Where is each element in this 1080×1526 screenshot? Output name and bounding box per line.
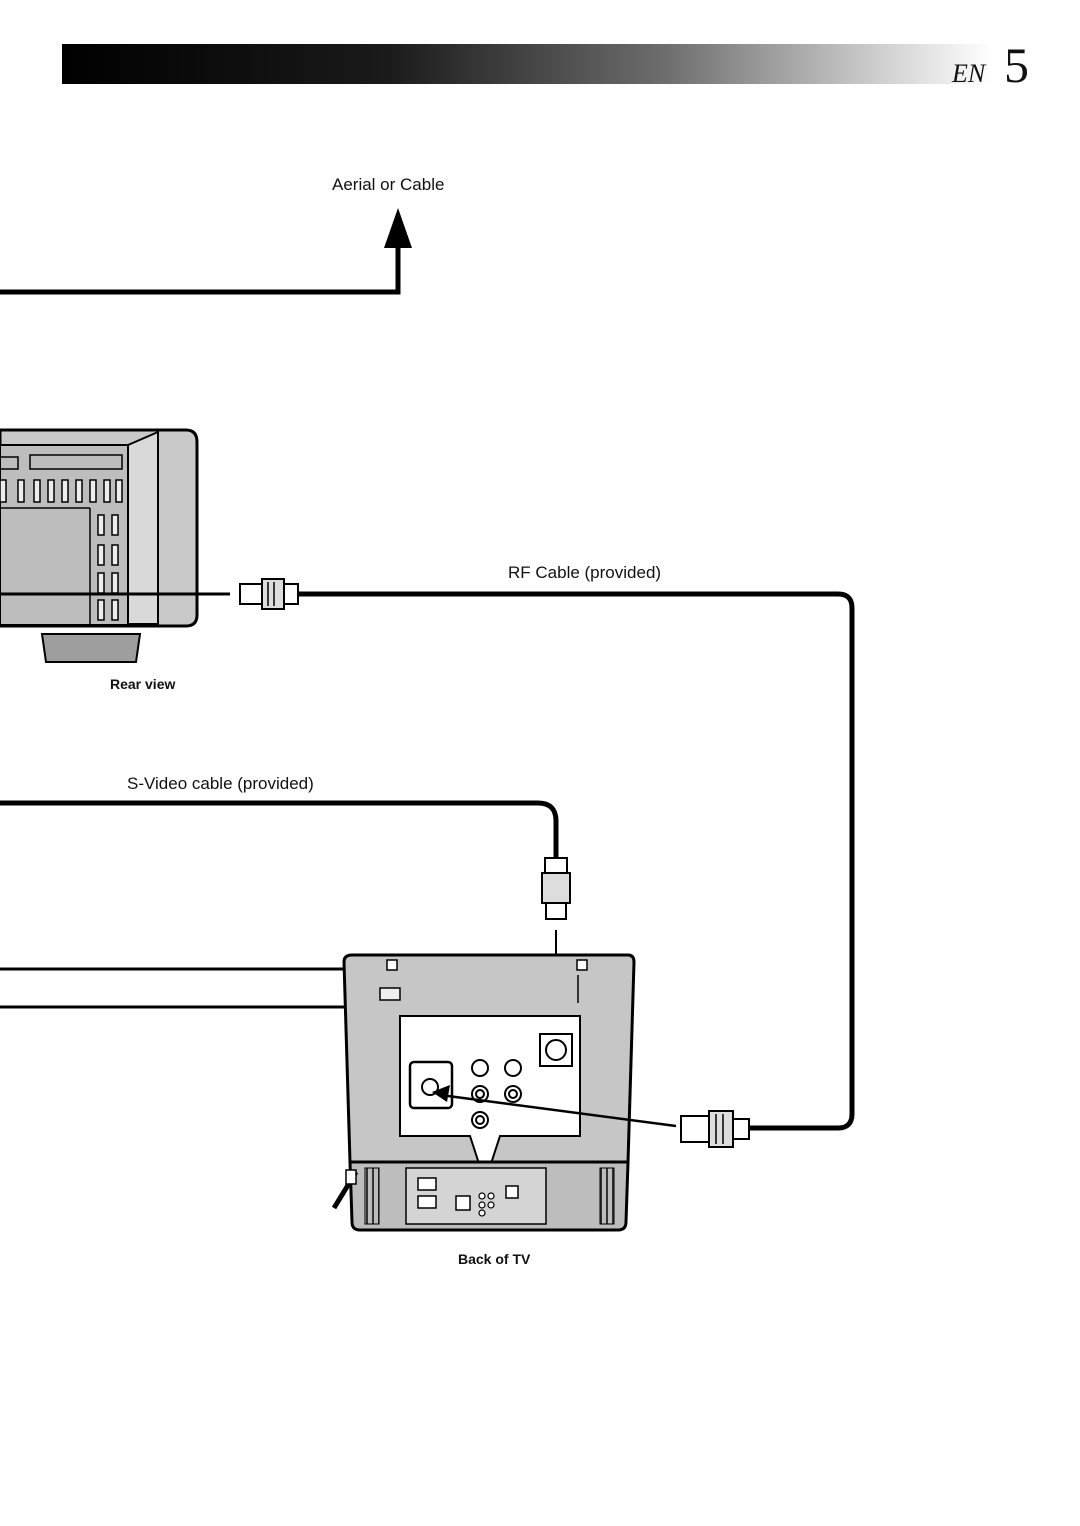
aerial-label: Aerial or Cable <box>332 175 444 194</box>
language-code: EN <box>951 59 987 88</box>
svideo-cable: S-Video cable (provided) <box>0 774 571 1050</box>
page-number: 5 <box>1004 37 1029 93</box>
aerial-cable-line <box>0 245 401 295</box>
back-of-tv-label: Back of TV <box>458 1251 531 1267</box>
rf-arrow-line <box>447 1094 677 1128</box>
rf-plug-left <box>239 583 265 605</box>
vcr-rear-panel <box>0 444 129 626</box>
rf-plug-right <box>680 1115 712 1143</box>
tv-jacks <box>471 1059 522 1129</box>
vcr-rear-view: Rear view <box>0 428 230 692</box>
header-gradient-bar <box>62 44 992 84</box>
vcr-terminal-slots <box>0 479 123 621</box>
svideo-plug <box>544 857 568 875</box>
page-header: EN 5 <box>62 37 1029 93</box>
svideo-cable-line <box>0 800 559 862</box>
tv-jack-panel <box>399 1015 581 1186</box>
aerial-arrow-icon <box>384 208 412 248</box>
rf-cable-line <box>298 591 855 1131</box>
rf-cable-label: RF Cable (provided) <box>508 563 661 582</box>
svideo-cable-label: S-Video cable (provided) <box>127 774 314 793</box>
aerial-connection: Aerial or Cable <box>0 175 444 295</box>
vcr-foot <box>40 633 142 663</box>
rf-cable: RF Cable (provided) <box>239 563 855 1148</box>
rear-view-label: Rear view <box>110 676 175 692</box>
tv-back: Back of TV <box>331 953 677 1267</box>
rf-arrow-icon <box>432 1085 450 1102</box>
